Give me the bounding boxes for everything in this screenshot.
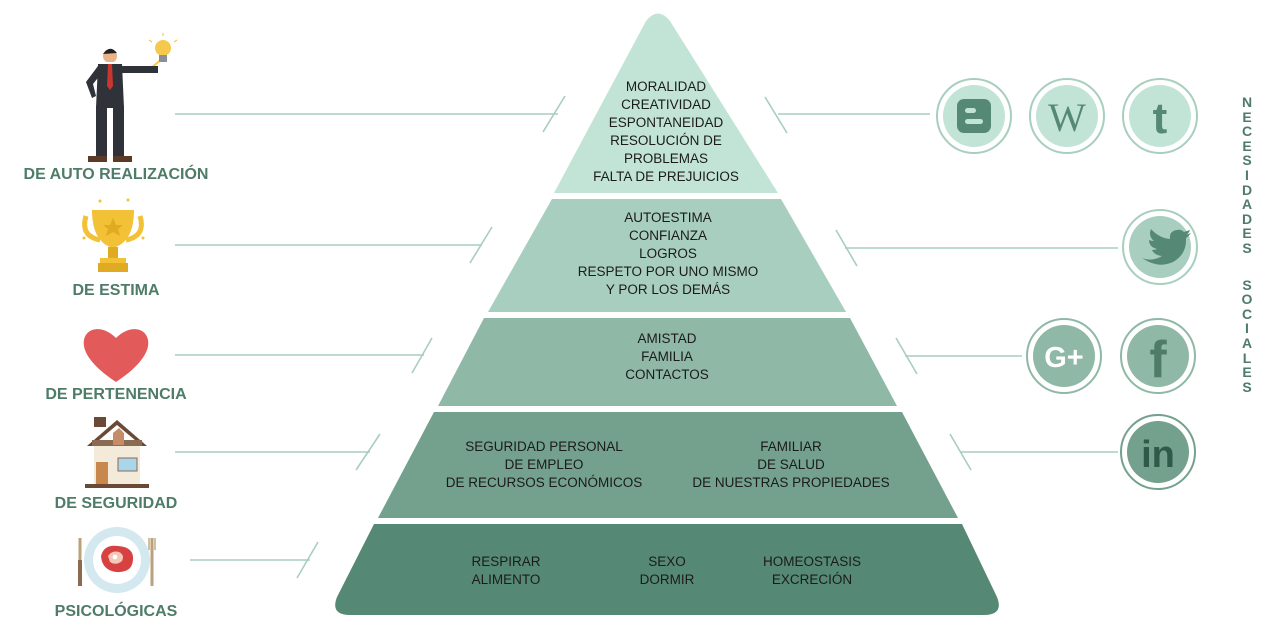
level-label-estima: DE ESTIMA [72, 282, 160, 299]
tier-5-items-col2: SEXO DORMIR [617, 553, 717, 589]
tier-item: HOMEOSTASIS [762, 554, 861, 569]
tier-item: PROBLEMAS [623, 151, 709, 166]
tier-5-items-col1: RESPIRAR ALIMENTO [446, 553, 566, 589]
google-plus-icon[interactable]: G+ [1026, 318, 1102, 394]
tier-item: DE SALUD [757, 457, 825, 472]
tier-2-estima [488, 199, 846, 312]
house-icon [85, 417, 149, 488]
twitter-icon[interactable] [1122, 209, 1198, 285]
tier-item: FALTA DE PREJUICIOS [593, 169, 739, 184]
tier-item: CREATIVIDAD [621, 97, 711, 112]
tier-item: DE EMPLEO [504, 457, 584, 472]
tier-4-items-left: SEGURIDAD PERSONAL DE EMPLEO DE RECURSOS… [424, 438, 664, 492]
tier-1-items: MORALIDAD CREATIVIDAD ESPONTANEIDAD RESO… [568, 78, 764, 186]
tier-5-psicologicas [335, 524, 999, 615]
svg-text:f: f [1149, 331, 1167, 389]
trophy-icon [82, 198, 145, 272]
level-label-autorealizacion: DE AUTO REALIZACIÓN [23, 166, 209, 183]
tier-item: CONTACTOS [625, 367, 709, 382]
tier-item: AMISTAD [637, 331, 697, 346]
linkedin-icon[interactable]: in [1120, 414, 1196, 490]
tier-3-pertenencia [438, 318, 897, 406]
tier-item: MORALIDAD [625, 79, 707, 94]
plate-steak-icon [78, 527, 156, 593]
businessman-lightbulb-icon [86, 33, 178, 162]
tier-item: DE RECURSOS ECONÓMICOS [445, 475, 643, 490]
tier-item: SEGURIDAD PERSONAL [465, 439, 623, 454]
blogger-icon[interactable] [936, 78, 1012, 154]
svg-text:W: W [1048, 95, 1086, 140]
wordpress-icon[interactable]: W [1029, 78, 1105, 154]
tier-item: DORMIR [639, 572, 695, 587]
tier-item: RESPETO POR UNO MISMO [577, 264, 759, 279]
tier-5-items-col3: HOMEOSTASIS EXCRECIÓN [747, 553, 877, 589]
facebook-icon[interactable]: f [1120, 318, 1196, 394]
left-connector-lines [175, 95, 566, 579]
level-label-seguridad: DE SEGURIDAD [54, 495, 178, 512]
tier-item: CONFIANZA [628, 228, 707, 243]
svg-text:t: t [1153, 94, 1168, 143]
tier-4-items-right: FAMILIAR DE SALUD DE NUESTRAS PROPIEDADE… [671, 438, 911, 492]
tier-item: Y POR LOS DEMÁS [605, 282, 731, 297]
tier-4-seguridad [378, 412, 958, 518]
tier-3-items: AMISTAD FAMILIA CONTACTOS [587, 330, 747, 384]
tier-1-autorealizacion [554, 13, 778, 193]
tumblr-icon[interactable]: t [1122, 78, 1198, 154]
tier-item: DE NUESTRAS PROPIEDADES [692, 475, 890, 490]
tier-item: ESPONTANEIDAD [608, 115, 724, 130]
tier-item: ALIMENTO [471, 572, 541, 587]
tier-item: AUTOESTIMA [624, 210, 712, 225]
heart-icon [83, 329, 149, 382]
tier-item: LOGROS [639, 246, 697, 261]
tier-item: RESPIRAR [471, 554, 541, 569]
tier-item: FAMILIA [641, 349, 693, 364]
svg-text:G+: G+ [1044, 342, 1084, 374]
tier-item: FAMILIAR [760, 439, 822, 454]
tier-2-items: AUTOESTIMA CONFIANZA LOGROS RESPETO POR … [548, 209, 788, 299]
right-connector-lines [764, 96, 1118, 471]
svg-text:in: in [1141, 434, 1175, 476]
level-label-psicologicas: PSICOLÓGICAS [54, 603, 178, 620]
level-label-pertenencia: DE PERTENENCIA [45, 386, 187, 403]
tier-item: SEXO [648, 554, 686, 569]
tier-item: RESOLUCIÓN DE [610, 133, 722, 148]
tier-item: EXCRECIÓN [771, 572, 853, 587]
